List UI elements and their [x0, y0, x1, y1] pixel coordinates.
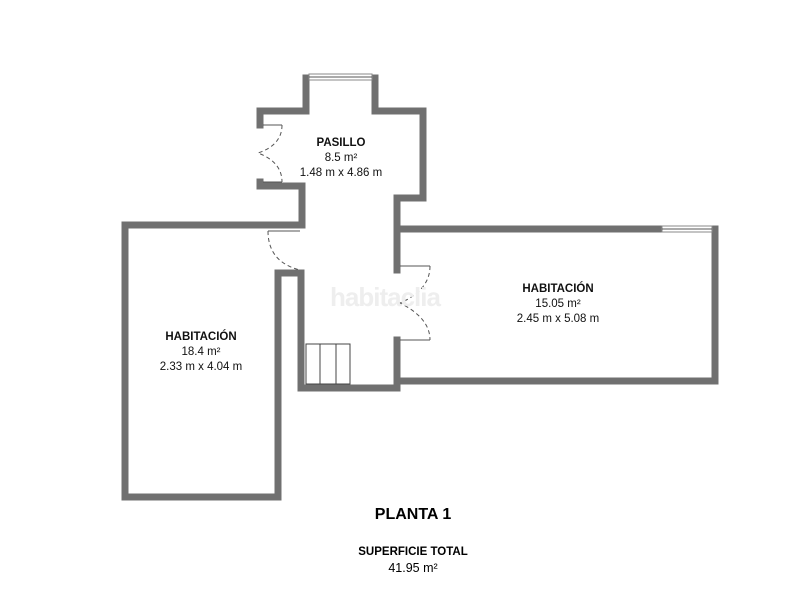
- wall-hall-right: [371, 74, 427, 274]
- room-label-habitacion-right: HABITACIÓN 15.05 m² 2.45 m x 5.08 m: [517, 282, 599, 327]
- watermark: habitaclia: [330, 282, 441, 312]
- room-area: 15.05 m²: [535, 298, 581, 310]
- door-left-room[interactable]: [267, 230, 301, 271]
- room-dims: 2.33 m x 4.04 m: [159, 361, 243, 373]
- wall-left-room: [121, 221, 401, 501]
- total-area: SUPERFICIE TOTAL 41.95 m²: [358, 544, 467, 576]
- room-area: 18.4 m²: [181, 346, 221, 358]
- room-dims: 1.48 m x 4.86 m: [299, 167, 383, 179]
- room-name: HABITACIÓN: [522, 283, 594, 295]
- room-area: 8.5 m²: [324, 152, 358, 164]
- room-label-pasillo: PASILLO 8.5 m² 1.48 m x 4.86 m: [300, 136, 382, 181]
- room-dims: 2.45 m x 5.08 m: [516, 313, 600, 325]
- door-hall-left-double[interactable]: [256, 124, 283, 183]
- room-name: HABITACIÓN: [165, 331, 237, 343]
- room-label-habitacion-left: HABITACIÓN 18.4 m² 2.33 m x 4.04 m: [160, 330, 242, 375]
- door-right-room-double[interactable]: [398, 265, 431, 341]
- total-area-value: 41.95 m²: [388, 561, 438, 575]
- total-area-label: SUPERFICIE TOTAL: [358, 546, 468, 558]
- floor-title: PLANTA 1: [374, 506, 452, 523]
- stairs: [305, 343, 351, 385]
- wall-hall-upper-left: [256, 74, 310, 129]
- wall-hall-lower-left: [256, 178, 306, 229]
- wall-right-room: [393, 225, 719, 385]
- room-name: PASILLO: [316, 137, 366, 149]
